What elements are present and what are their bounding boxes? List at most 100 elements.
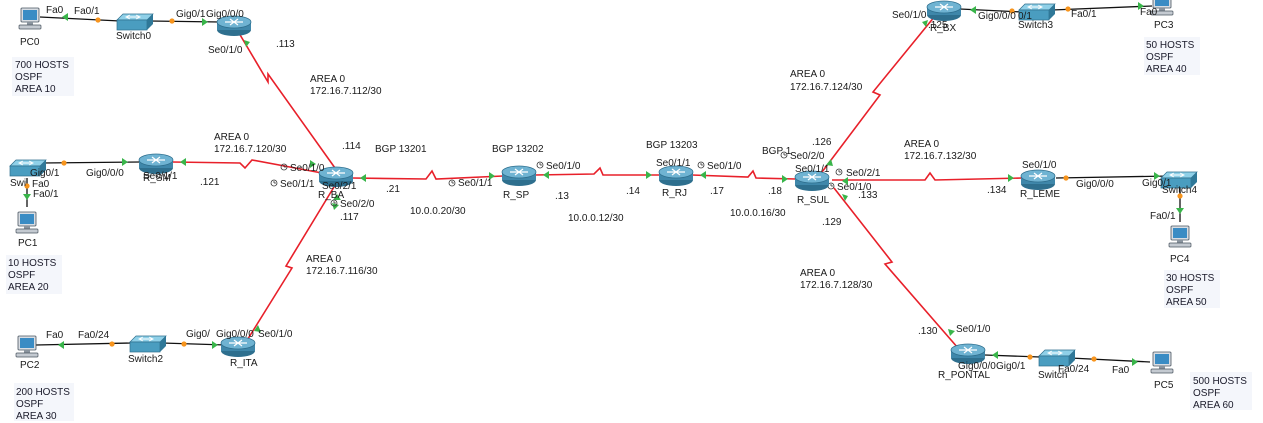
pc4-label: PC4 xyxy=(1170,254,1190,265)
note-boxes xyxy=(6,37,1252,421)
link-rita-rba[interactable] xyxy=(245,181,338,343)
port-up-marker xyxy=(122,158,128,166)
switch1-label: Swi xyxy=(10,178,26,189)
link-rsul-rpontal[interactable] xyxy=(833,187,959,349)
lan-area: AREA 20 xyxy=(8,282,49,293)
link-rrj-rsul[interactable] xyxy=(691,169,797,180)
port-up-marker xyxy=(1008,174,1014,182)
lan-protocol: OSPF xyxy=(1193,388,1220,399)
clock-icon xyxy=(448,179,456,187)
port-up-marker xyxy=(244,40,250,47)
port-amber-marker xyxy=(1027,354,1033,360)
lan-protocol: OSPF xyxy=(1166,285,1193,296)
link-switch5-pc5[interactable] xyxy=(1069,357,1151,363)
router-icon[interactable] xyxy=(926,0,962,22)
lan-hosts: 30 HOSTS xyxy=(1166,273,1215,284)
port-label: Gig0/1 xyxy=(30,168,60,179)
port-up-marker xyxy=(842,177,848,185)
clock-icon xyxy=(280,163,288,171)
port-label: Se0/1/0 xyxy=(837,182,872,193)
switch-icon[interactable] xyxy=(116,13,154,31)
port-label: Gig0/1 xyxy=(996,361,1026,372)
ip-label: .121 xyxy=(200,177,220,188)
port-amber-marker xyxy=(1177,193,1183,199)
subnet-label: 10.0.0.20/30 xyxy=(410,206,466,217)
subnet-label: 172.16.7.128/30 xyxy=(800,280,873,291)
lan-hosts: 50 HOSTS xyxy=(1146,40,1195,51)
port-label: Se0/1/1 xyxy=(795,164,830,175)
port-label: Gig0/0/0 xyxy=(978,11,1016,22)
link-rsul-rleme[interactable] xyxy=(832,171,1023,181)
switch-icon[interactable] xyxy=(129,335,167,353)
pc-icon[interactable] xyxy=(18,7,42,30)
port-label: Fa0/1 xyxy=(1150,211,1176,222)
port-up-marker xyxy=(212,341,218,349)
area-label: AREA 0 xyxy=(790,69,825,80)
lan-notes: 700 HOSTS OSPF AREA 10 10 HOSTS OSPF ARE… xyxy=(8,40,1247,422)
r-leme-label: R_LEME xyxy=(1020,189,1060,200)
port-label: Se0/1/0 xyxy=(956,324,991,335)
note-box xyxy=(1190,372,1252,410)
router-icon[interactable] xyxy=(220,336,256,358)
link-rba-rba-top[interactable] xyxy=(235,27,336,169)
lan-protocol: OSPF xyxy=(15,72,42,83)
port-amber-marker xyxy=(1009,8,1015,14)
bgp-labels: BGP 13201 BGP 13202 BGP 13203 BGP 1 xyxy=(375,140,792,157)
link-rsul-rbx[interactable] xyxy=(821,15,936,173)
area-label: AREA 0 xyxy=(306,254,341,265)
clock-icon xyxy=(330,199,338,207)
router-icon[interactable] xyxy=(501,165,537,187)
port-label: Se0/1/0 xyxy=(208,45,243,56)
port-label: Gig0/ xyxy=(186,329,210,340)
router-icon[interactable] xyxy=(658,165,694,187)
port-up-marker xyxy=(202,18,208,26)
port-up-marker xyxy=(970,6,976,14)
ip-labels: .113 .114 .121 .21 .117 .13 .14 .17 .18 … xyxy=(200,20,1007,337)
port-up-marker xyxy=(826,159,833,166)
pc1-label: PC1 xyxy=(18,238,38,249)
port-label: Se0/1/1 xyxy=(458,178,493,189)
pc5-label: PC5 xyxy=(1154,380,1174,391)
port-up-marker xyxy=(646,171,652,179)
port-label: Se0/2/1 xyxy=(322,181,357,192)
bgp-as-label: BGP 13203 xyxy=(646,140,698,151)
lan-hosts: 500 HOSTS xyxy=(1193,376,1247,387)
note-box xyxy=(14,383,74,421)
router-icon[interactable] xyxy=(1020,169,1056,191)
lan-hosts: 700 HOSTS xyxy=(15,60,69,71)
ip-label: .18 xyxy=(768,186,782,197)
link-pc0-switch0[interactable] xyxy=(39,16,121,22)
link-pc2-switch2[interactable] xyxy=(35,342,133,346)
port-label: Fa0/1 xyxy=(74,6,100,17)
clock-icon xyxy=(536,161,544,169)
area-label: AREA 0 xyxy=(800,268,835,279)
pc-icon[interactable] xyxy=(1168,225,1192,248)
bgp-as-label: BGP 13201 xyxy=(375,144,427,155)
link-rsm-rba[interactable] xyxy=(171,159,323,174)
port-label: Se0/1/0 xyxy=(290,163,325,174)
port-up-marker xyxy=(842,194,848,201)
network-labels: AREA 0 172.16.7.112/30 AREA 0 172.16.7.1… xyxy=(214,69,977,291)
port-up-marker xyxy=(62,13,68,21)
clock-icon xyxy=(697,161,705,169)
link-rba-rsp[interactable] xyxy=(351,169,504,180)
port-up-marker xyxy=(180,158,186,166)
pc-icon[interactable] xyxy=(15,211,39,234)
ip-label: .133 xyxy=(858,190,878,201)
pc-icon[interactable] xyxy=(1150,351,1174,374)
port-up-marker xyxy=(360,174,366,182)
ip-label: .114 xyxy=(342,141,361,152)
port-amber-marker xyxy=(95,17,101,23)
r-pontal-label: R_PONTAL xyxy=(938,370,990,381)
link-rleme-switch4[interactable] xyxy=(1055,175,1171,179)
link-switch0-rba[interactable] xyxy=(149,20,221,23)
r-rj-label: R_RJ xyxy=(662,188,687,199)
port-label: Fa0 xyxy=(1112,365,1130,376)
port-label: Se0/2/0 xyxy=(340,199,375,210)
area-label: AREA 0 xyxy=(904,139,939,150)
pc-icon[interactable] xyxy=(15,335,39,358)
bgp-as-label: BGP 1 xyxy=(762,146,792,157)
port-label: Gig0/0/0 xyxy=(958,361,996,372)
link-rsp-rrj[interactable] xyxy=(534,166,660,176)
clock-icon xyxy=(835,168,843,176)
